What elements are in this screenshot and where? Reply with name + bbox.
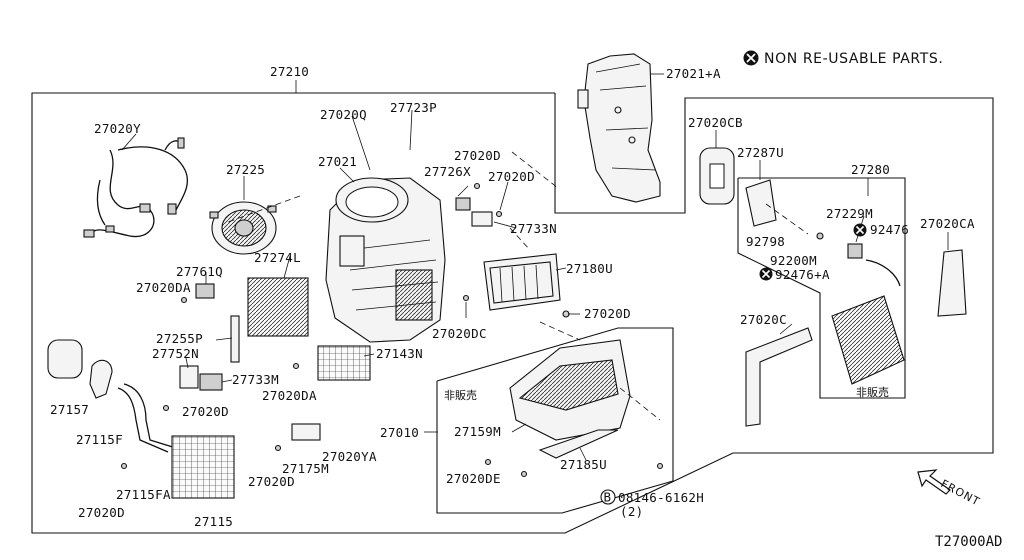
bolt-symbol-letter: B xyxy=(604,490,612,505)
amplifier-drawing xyxy=(179,365,199,389)
label-27020d-e: 27020D xyxy=(248,474,295,489)
label-27020dc: 27020DC xyxy=(432,326,487,341)
not-sold-label-evaporator: 非販売 xyxy=(856,386,889,399)
label-27287u: 27287U xyxy=(737,145,784,160)
filter-seal-drawing xyxy=(230,315,240,363)
non-reusable-x-icon xyxy=(853,223,867,237)
evaporator-sub-frame xyxy=(737,177,906,399)
evaporator-drawing xyxy=(831,295,905,385)
insulator-pad-drawing xyxy=(47,339,83,379)
label-27020c: 27020C xyxy=(740,312,787,327)
label-27115: 27115 xyxy=(194,514,233,529)
label-92476: 92476 xyxy=(870,222,909,237)
wire-harness-drawing xyxy=(83,137,189,238)
clip-parts-drawing xyxy=(455,182,503,227)
not-sold-label-blower: 非販売 xyxy=(444,389,477,402)
label-27185u: 27185U xyxy=(560,457,607,472)
label-27020d-d: 27020D xyxy=(584,306,631,321)
label-27761q: 27761Q xyxy=(176,264,223,279)
grommet-27287u-drawing xyxy=(745,179,777,227)
filter-frame-drawing xyxy=(483,253,561,311)
blower-sub-frame xyxy=(436,327,674,514)
label-27225: 27225 xyxy=(226,162,265,177)
label-27020cb: 27020CB xyxy=(688,115,743,130)
label-27020y: 27020Y xyxy=(94,121,141,136)
seal-27020ca-drawing xyxy=(937,249,967,317)
bolt-part-number: 08146-6162H xyxy=(618,490,704,505)
label-27255p: 27255P xyxy=(156,331,203,346)
label-27010: 27010 xyxy=(380,425,419,440)
heater-core-drawing xyxy=(171,435,235,499)
label-27020de: 27020DE xyxy=(446,471,501,486)
label-27020ca: 27020CA xyxy=(920,216,975,231)
label-27733n: 27733N xyxy=(510,221,557,236)
label-27733m: 27733M xyxy=(232,372,279,387)
non-reusable-x-icon xyxy=(759,267,773,281)
screw-27020d-c-drawing xyxy=(162,404,170,412)
label-27210: 27210 xyxy=(270,64,309,79)
page-code: T27000AD xyxy=(935,534,1002,550)
heater-pipes-drawing xyxy=(117,387,169,453)
pipe-bracket-drawing xyxy=(89,359,113,399)
bolt-quantity: (2) xyxy=(620,504,643,519)
label-27115fa: 27115FA xyxy=(116,487,171,502)
screw-27115fa-drawing xyxy=(120,462,128,470)
label-27020d-a: 27020D xyxy=(454,148,501,163)
label-27159m: 27159M xyxy=(454,424,501,439)
resistor-drawing xyxy=(195,283,215,299)
label-92476-a: 92476+A xyxy=(775,267,830,282)
actuator-27733m-drawing xyxy=(199,373,223,391)
label-27752n: 27752N xyxy=(152,346,199,361)
non-reusable-note-text: NON RE-USABLE PARTS. xyxy=(764,51,943,67)
main-assembly-frame xyxy=(31,92,994,534)
label-27020da-b: 27020DA xyxy=(262,388,317,403)
label-92798: 92798 xyxy=(746,234,785,249)
air-filter-drawing xyxy=(247,277,309,337)
label-27726x: 27726X xyxy=(424,164,471,179)
non-reusable-note: NON RE-USABLE PARTS. xyxy=(743,50,943,67)
label-27229m: 27229M xyxy=(826,206,873,221)
front-direction-arrow: FRONT xyxy=(917,469,982,509)
blower-motor-drawing xyxy=(209,201,277,255)
label-27020d-b: 27020D xyxy=(488,169,535,184)
valve-drawing xyxy=(847,243,863,259)
label-27274l: 27274L xyxy=(254,250,301,265)
label-27723p: 27723P xyxy=(390,100,437,115)
label-27157: 27157 xyxy=(50,402,89,417)
label-92200m: 92200M xyxy=(770,253,817,268)
label-27180u: 27180U xyxy=(566,261,613,276)
blower-case-drawing xyxy=(484,310,664,478)
label-27021: 27021 xyxy=(318,154,357,169)
label-27020ya: 27020YA xyxy=(322,449,377,464)
connector-27020ya-drawing xyxy=(291,423,321,441)
label-27020q: 27020Q xyxy=(320,107,367,122)
label-27020da-a: 27020DA xyxy=(136,280,191,295)
seal-27020c-drawing xyxy=(745,327,813,427)
screw-27020da-drawing xyxy=(180,296,188,304)
label-27021-a: 27021+A xyxy=(666,66,721,81)
label-27020d-f: 27020D xyxy=(78,505,125,520)
label-27115f: 27115F xyxy=(76,432,123,447)
label-27280: 27280 xyxy=(851,162,890,177)
heater-unit-housing-drawing xyxy=(325,177,446,343)
bolt-symbol: B xyxy=(600,489,616,505)
actuator-27143n-drawing xyxy=(317,345,371,381)
label-27143n: 27143N xyxy=(376,346,423,361)
front-duct-drawing xyxy=(577,53,661,203)
label-27020d-c: 27020D xyxy=(182,404,229,419)
label-27175m: 27175M xyxy=(282,461,329,476)
